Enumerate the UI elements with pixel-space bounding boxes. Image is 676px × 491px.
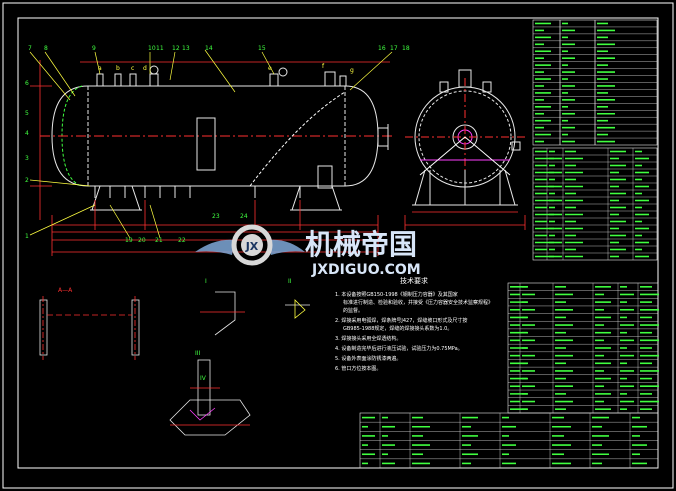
part-no-14: 14 <box>205 45 213 52</box>
svg-text:24: 24 <box>240 213 248 220</box>
front-view-dimensions <box>30 60 390 256</box>
vessel-front-view <box>40 65 395 211</box>
svg-text:23: 23 <box>212 213 220 220</box>
watermark-brand-cn: 机械帝国 <box>305 228 417 261</box>
svg-text:II: II <box>288 278 292 285</box>
vessel-side-view <box>405 69 525 206</box>
title-block-rows <box>360 413 658 468</box>
note-line: 标准进行制造、检验和验收，并接受《压力容器安全技术监察规程》 <box>343 299 493 306</box>
section-a-view: A—A <box>39 287 140 360</box>
note-line: 1. 本设备按照GB150-1998《钢制压力容器》及其国家 <box>335 291 458 298</box>
svg-text:1: 1 <box>25 233 29 240</box>
svg-text:IV: IV <box>200 375 207 382</box>
detail-iv: IV <box>169 375 251 436</box>
nozzle-table-rows <box>533 148 657 260</box>
part-no-16: 16 <box>378 45 386 52</box>
svg-text:22: 22 <box>178 237 186 244</box>
note-line: 3. 焊接接头采用全焊透结构。 <box>335 335 401 342</box>
part-no-7: 7 <box>28 45 32 52</box>
detail-iii: III <box>190 350 220 416</box>
technical-notes: 技术要求 1. 本设备按照GB150-1998《钢制压力容器》及其国家标准进行制… <box>335 276 493 372</box>
watermark-logo: JX 机械帝国 JXDIGUO.COM <box>195 224 421 278</box>
side-view-dimensions <box>404 211 526 230</box>
part-no-18: 18 <box>402 45 410 52</box>
svg-text:b: b <box>116 65 120 72</box>
svg-text:f: f <box>322 63 325 70</box>
note-line: 4. 设备制造完毕后进行液压试验，试验压力为0.75MPa。 <box>335 345 463 352</box>
svg-text:e: e <box>268 65 272 72</box>
watermark-brand-en: JXDIGUO.COM <box>311 262 421 278</box>
detail-i: I <box>200 278 245 336</box>
part-no-8: 8 <box>44 45 48 52</box>
notes-title: 技术要求 <box>400 276 428 285</box>
front-nozzle-letters: a b c d e f g <box>98 63 354 74</box>
svg-text:19: 19 <box>125 237 133 244</box>
note-line: 5. 设备外表面涂防锈漆两遍。 <box>335 355 401 362</box>
svg-text:6: 6 <box>25 80 29 87</box>
svg-text:2: 2 <box>25 177 29 184</box>
bom-table <box>507 282 659 414</box>
note-line: 的监督。 <box>343 307 363 314</box>
inner-frame <box>17 17 659 469</box>
detail-ii: II <box>285 278 310 319</box>
svg-text:g: g <box>350 67 354 74</box>
svg-text:21: 21 <box>155 237 163 244</box>
svg-text:5: 5 <box>25 110 29 117</box>
svg-text:4: 4 <box>25 130 29 137</box>
part-no-13: 13 <box>182 45 190 52</box>
note-line: GB985-1988规定，焊缝的焊接接头系数为1.0。 <box>343 325 452 332</box>
part-no-12: 12 <box>172 45 180 52</box>
section-a-label: A—A <box>58 287 73 294</box>
svg-text:20: 20 <box>138 237 146 244</box>
front-part-numbers-left: 6 5 4 3 2 1 <box>25 80 29 240</box>
front-part-numbers-top: 7 8 9 10 11 12 13 14 15 16 17 18 <box>28 45 410 52</box>
watermark-emblem-text: JX <box>245 240 259 253</box>
svg-text:d: d <box>143 65 147 72</box>
note-line: 2. 焊接采用电弧焊，焊条牌号J427，焊缝坡口形式及尺寸按 <box>335 317 467 324</box>
part-no-10: 10 <box>148 45 156 52</box>
part-no-9: 9 <box>92 45 96 52</box>
design-data-rows <box>533 20 657 145</box>
svg-text:III: III <box>195 350 201 357</box>
note-line: 6. 管口方位按本图。 <box>335 365 381 372</box>
svg-text:I: I <box>205 278 207 285</box>
svg-text:c: c <box>131 65 134 72</box>
bom-table-rows <box>508 283 659 413</box>
svg-text:3: 3 <box>25 155 29 162</box>
part-leaders <box>29 49 393 239</box>
part-no-17: 17 <box>390 45 398 52</box>
part-no-11: 11 <box>156 45 164 52</box>
part-no-15: 15 <box>258 45 266 52</box>
svg-text:a: a <box>98 65 102 72</box>
front-part-numbers-bottom: 19 20 21 22 23 24 <box>125 213 248 244</box>
